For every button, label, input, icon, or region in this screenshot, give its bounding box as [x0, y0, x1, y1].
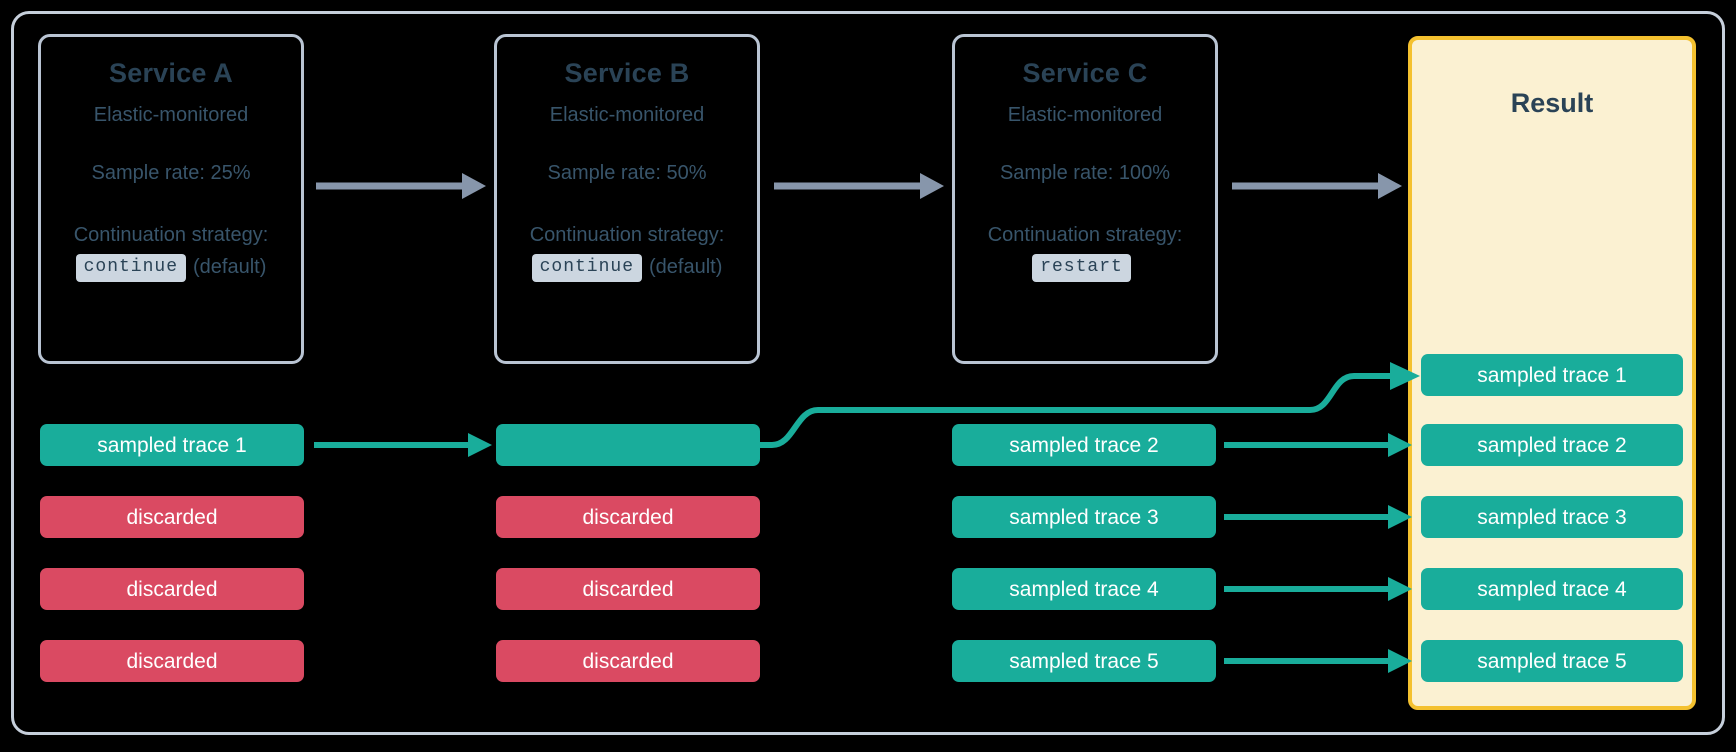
result-trace-pill-3: sampled trace 3 — [1421, 496, 1683, 538]
service-c-title: Service C — [1022, 58, 1148, 88]
trace-pill-a-2: discarded — [40, 496, 304, 538]
trace-pill-a-1: sampled trace 1 — [40, 424, 304, 466]
result-panel-title: Result — [1510, 88, 1594, 118]
trace-pill-b-4: discarded — [496, 640, 760, 682]
service-b-strategy-note: (default) — [649, 256, 723, 279]
trace-pill-c-4: sampled trace 5 — [952, 640, 1216, 682]
service-card-a: Service A Elastic-monitored Sample rate:… — [38, 34, 304, 364]
trace-arrow-c4-to-result5 — [1224, 649, 1412, 673]
service-b-sample-rate: Sample rate: 50% — [547, 161, 707, 184]
service-b-strategy-label: Continuation strategy: — [529, 223, 725, 246]
service-c-strategy-value: restart — [955, 253, 1215, 283]
service-c-strategy-label: Continuation strategy: — [987, 223, 1183, 246]
service-c-subtitle: Elastic-monitored — [1007, 103, 1163, 126]
result-trace-pill-4: sampled trace 4 — [1421, 568, 1683, 610]
service-c-strategy-code: restart — [1032, 253, 1131, 283]
trace-pill-c-1: sampled trace 2 — [952, 424, 1216, 466]
trace-pill-b-1 — [496, 424, 760, 466]
trace-pill-b-2: discarded — [496, 496, 760, 538]
pipeline-arrow-b-to-c — [774, 173, 944, 199]
service-b-strategy-value: continue (default) — [497, 253, 757, 283]
service-card-b: Service B Elastic-monitored Sample rate:… — [494, 34, 760, 364]
service-b-title: Service B — [564, 58, 690, 88]
service-a-strategy-value: continue (default) — [41, 253, 301, 283]
trace-pill-a-4: discarded — [40, 640, 304, 682]
service-b-strategy-code: continue — [531, 253, 643, 283]
trace-arrow-c2-to-result3 — [1224, 505, 1412, 529]
trace-arrow-a1-to-b1 — [314, 433, 492, 457]
pipeline-arrow-a-to-b — [316, 173, 486, 199]
result-trace-pill-2: sampled trace 2 — [1421, 424, 1683, 466]
trace-curve-b1-to-result1 — [760, 362, 1420, 448]
trace-arrow-c1-to-result2 — [1224, 433, 1412, 457]
service-a-title: Service A — [109, 58, 233, 88]
service-a-strategy-label: Continuation strategy: — [73, 223, 269, 246]
service-a-subtitle: Elastic-monitored — [93, 103, 249, 126]
result-trace-pill-1: sampled trace 1 — [1421, 354, 1683, 396]
service-a-sample-rate: Sample rate: 25% — [91, 161, 251, 184]
service-a-strategy-code: continue — [75, 253, 187, 283]
service-b-subtitle: Elastic-monitored — [549, 103, 705, 126]
trace-pill-a-3: discarded — [40, 568, 304, 610]
trace-pill-c-2: sampled trace 3 — [952, 496, 1216, 538]
trace-pill-c-3: sampled trace 4 — [952, 568, 1216, 610]
trace-arrow-c3-to-result4 — [1224, 577, 1412, 601]
pipeline-arrow-c-to-result — [1232, 173, 1402, 199]
result-trace-pill-5: sampled trace 5 — [1421, 640, 1683, 682]
service-c-sample-rate: Sample rate: 100% — [999, 161, 1171, 184]
service-card-c: Service C Elastic-monitored Sample rate:… — [952, 34, 1218, 364]
trace-pill-b-3: discarded — [496, 568, 760, 610]
service-a-strategy-note: (default) — [193, 256, 267, 279]
